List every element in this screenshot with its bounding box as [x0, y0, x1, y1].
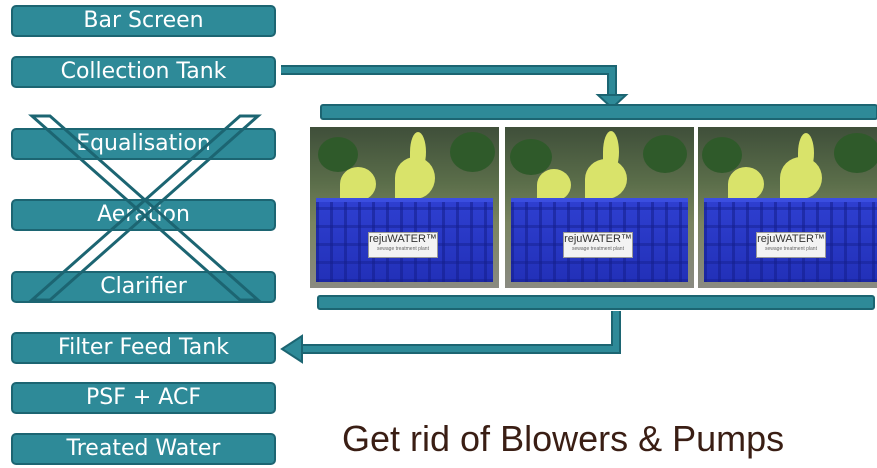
step-bar-screen: Bar Screen — [11, 5, 276, 37]
crate-label: rejuWATER™ sewage treatment plant — [756, 232, 826, 258]
step-psf-acf: PSF + ACF — [11, 382, 276, 414]
crate-photo-1: rejuWATER™ sewage treatment plant — [310, 127, 499, 288]
crate-photo-3: rejuWATER™ sewage treatment plant — [698, 127, 877, 288]
step-filter-feed-tank: Filter Feed Tank — [11, 332, 276, 364]
step-collection-tank: Collection Tank — [11, 56, 276, 88]
crate-label: rejuWATER™ sewage treatment plant — [563, 232, 633, 258]
step-equalisation: Equalisation — [11, 128, 276, 160]
crate-photo-2: rejuWATER™ sewage treatment plant — [505, 127, 694, 288]
treatment-units-photo: rejuWATER™ sewage treatment plant rejuWA… — [310, 127, 877, 288]
crate: rejuWATER™ sewage treatment plant — [704, 198, 877, 282]
top-bar — [320, 104, 877, 120]
step-treated-water: Treated Water — [11, 433, 276, 465]
cross-out-mark — [28, 114, 262, 302]
crate: rejuWATER™ sewage treatment plant — [511, 198, 688, 282]
crate: rejuWATER™ sewage treatment plant — [316, 198, 493, 282]
crate-label: rejuWATER™ sewage treatment plant — [368, 232, 438, 258]
arrow-units-to-filter-feed — [280, 311, 621, 364]
caption-text: Get rid of Blowers & Pumps — [342, 418, 785, 459]
bottom-bar — [317, 295, 875, 310]
arrow-collection-to-units — [281, 65, 629, 110]
